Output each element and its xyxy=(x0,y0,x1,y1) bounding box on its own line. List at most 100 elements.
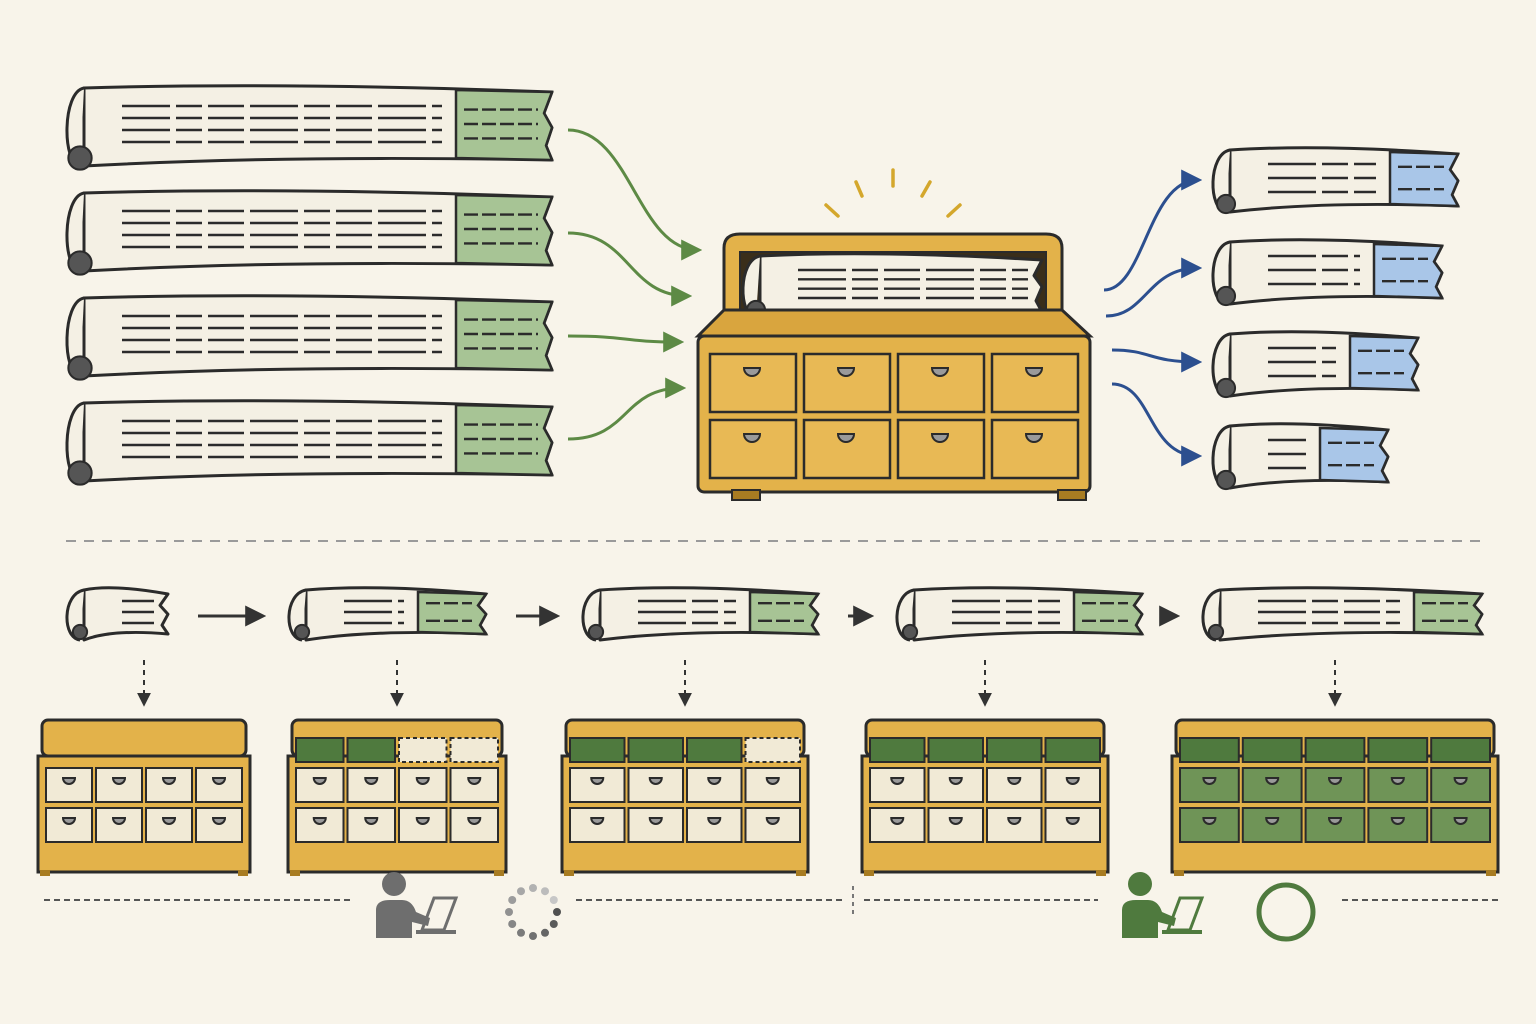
scroll-curl-end xyxy=(67,250,93,276)
scroll-tag xyxy=(1390,152,1458,206)
drawer-handle xyxy=(742,367,762,377)
scroll-curl-end xyxy=(1215,469,1237,491)
pipeline-stage xyxy=(1170,586,1500,876)
cabinet-drawer xyxy=(896,352,986,414)
scroll-tag xyxy=(1414,592,1482,634)
scroll-tag xyxy=(1374,244,1442,298)
spinner-dot xyxy=(541,887,549,896)
stage-cabinet-foot xyxy=(1096,870,1106,876)
stage-drawer-filled xyxy=(1179,807,1240,843)
output-arrow xyxy=(1105,257,1203,318)
cabinet-drawer xyxy=(708,418,798,480)
scroll-paper xyxy=(758,252,1044,320)
scroll-curl-end xyxy=(71,623,89,641)
scroll-curl-end xyxy=(901,623,919,641)
cached-slot-filled xyxy=(1241,737,1303,763)
drawer-handle xyxy=(890,777,905,785)
scroll-curl-end xyxy=(1215,285,1237,307)
drawer-handle xyxy=(467,817,482,825)
scroll-tag-outline xyxy=(454,88,554,162)
spinner-dot xyxy=(529,932,537,940)
drawer-handle xyxy=(1007,777,1022,785)
stage-cabinet-foot xyxy=(1486,870,1496,876)
cached-scroll xyxy=(741,252,1044,321)
cabinet-drawer xyxy=(990,418,1080,480)
scroll-curl-end xyxy=(67,460,93,486)
drawer-handle xyxy=(648,817,663,825)
drawer-handle xyxy=(948,817,963,825)
input-arrow xyxy=(567,331,685,353)
drawer-handle xyxy=(1265,817,1280,825)
drawer-handle xyxy=(211,817,227,825)
input-scroll xyxy=(65,189,554,276)
cached-slot-filled xyxy=(1044,737,1101,763)
stage-drawer-filled xyxy=(1241,767,1303,803)
complete-ring-icon xyxy=(1256,882,1316,942)
cabinet-drawer xyxy=(802,418,892,480)
drawer-handle xyxy=(1202,777,1217,785)
drawer-handle xyxy=(364,817,379,825)
drawer-handle xyxy=(707,817,722,825)
scroll-tag-outline xyxy=(1412,590,1485,636)
drawer-handle xyxy=(467,777,482,785)
input-scroll xyxy=(65,399,554,486)
cached-slot-filled xyxy=(627,737,684,763)
cabinet-foot xyxy=(731,489,761,501)
stage-cabinet-foot xyxy=(494,870,504,876)
output-scroll xyxy=(1211,330,1421,399)
drawer-handle xyxy=(1065,817,1080,825)
stage-cabinet-foot xyxy=(290,870,300,876)
drawer-handle xyxy=(836,367,856,377)
scroll-curl-end xyxy=(67,355,93,381)
output-scrolls xyxy=(1211,146,1461,491)
spinner-dot xyxy=(517,887,525,896)
drawer-handle xyxy=(111,817,127,825)
drawer-handle xyxy=(590,817,605,825)
glow-spark xyxy=(854,180,864,198)
cabinet-drawer xyxy=(990,352,1080,414)
person-at-laptop-icon xyxy=(376,872,459,938)
stage-drawer-empty xyxy=(145,767,193,803)
drawer-handle xyxy=(1327,777,1343,785)
input-arrows xyxy=(567,128,703,441)
drawer-handle xyxy=(364,777,379,785)
input-scroll xyxy=(65,294,554,381)
person-at-laptop-icon xyxy=(1122,872,1205,938)
pipeline-stage xyxy=(560,586,875,876)
cached-slot-filled xyxy=(295,737,345,763)
scroll-tag-outline xyxy=(454,193,554,267)
cabinet-foot xyxy=(1057,489,1087,501)
glow-spark xyxy=(920,180,932,198)
drawer-handle xyxy=(312,817,327,825)
cached-slot-filled xyxy=(927,737,984,763)
stage-scroll xyxy=(1201,586,1485,642)
stage-cabinet-foot xyxy=(40,870,50,876)
scroll-tag-outline xyxy=(416,590,489,636)
drawer-handle xyxy=(930,433,950,443)
cached-slot-filled xyxy=(986,737,1043,763)
scroll-tag-outline xyxy=(1318,426,1391,484)
stage-scroll xyxy=(895,586,1145,642)
drawer-handle xyxy=(765,817,780,825)
drawer-handle xyxy=(1453,777,1468,785)
input-arrow xyxy=(567,231,693,307)
drawer-handle xyxy=(707,777,722,785)
scroll-curl-end xyxy=(67,145,93,171)
drawer-handle xyxy=(161,817,177,825)
drawer-handle xyxy=(836,433,856,443)
stage-cabinet-foot xyxy=(238,870,248,876)
stage-drawer-empty xyxy=(569,767,626,803)
drawer-handle xyxy=(111,777,127,785)
stage-drawer-empty xyxy=(1044,807,1101,843)
scroll-tag xyxy=(1350,336,1418,390)
drawer-handle xyxy=(1390,777,1405,785)
cached-slot-filled xyxy=(346,737,396,763)
cached-slot-filled xyxy=(1367,737,1429,763)
drawer-handle xyxy=(930,367,950,377)
drawer-handle xyxy=(312,777,327,785)
stage-drawer-filled xyxy=(1179,767,1240,803)
drawer-handle xyxy=(765,777,780,785)
output-arrow xyxy=(1111,348,1203,373)
spinner-dot xyxy=(505,908,513,916)
